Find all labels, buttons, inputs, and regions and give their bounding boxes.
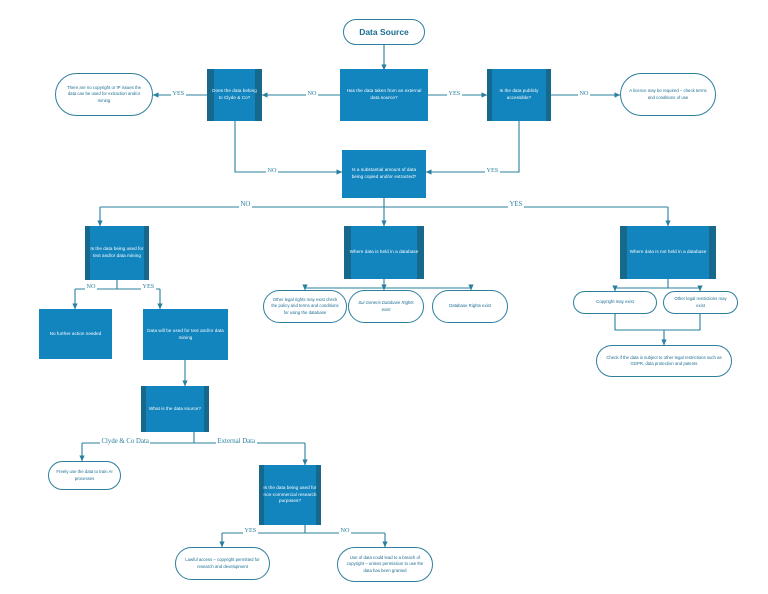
edge-label-yes-external: YES — [447, 90, 462, 98]
node-label: Other legal rights may exist check the p… — [271, 296, 339, 315]
node-belong-to-clyde[interactable]: Does the data belong to Clyde & Co? — [207, 69, 262, 121]
node-label: Database Rights exist — [449, 303, 491, 309]
node-label: Is the data publicly accessible? — [499, 88, 539, 100]
node-licence-required[interactable]: A licence may be required – check terms … — [620, 73, 716, 116]
node-label: Is the data being used for text and/or d… — [90, 246, 144, 258]
edge-label-no-tdm: NO — [85, 283, 97, 291]
node-data-source[interactable]: Data Source — [343, 19, 425, 45]
node-label: Copyright may exist — [596, 299, 634, 305]
edge-label-no-publicly: NO — [578, 90, 590, 98]
node-not-held-in-database[interactable]: Where data is not held in a database — [620, 226, 716, 279]
edge-label-yes-non-commercial: YES — [243, 527, 258, 535]
node-no-copyright-issues[interactable]: There are no copyright or IP issues the … — [55, 73, 153, 116]
node-database-rights[interactable]: Database Rights exist — [432, 290, 508, 323]
node-label: What is the data source? — [148, 405, 201, 411]
node-label: Other legal restrictions may exist — [674, 296, 727, 308]
node-what-is-data-source[interactable]: What is the data source? — [141, 386, 209, 432]
edge-label-no-non-commercial: NO — [339, 527, 351, 535]
node-lawful-access[interactable]: Lawful access – copyright permitted for … — [175, 547, 270, 580]
edge-label-no-external: NO — [306, 90, 318, 98]
node-label: Lawful access – copyright permitted for … — [185, 557, 260, 569]
node-sui-generis-rights[interactable]: Sui Generis Database Rights exist — [348, 290, 424, 323]
node-check-gdpr-restrictions[interactable]: Check if the data is subject to other le… — [596, 345, 732, 377]
node-label: Data will be used for text and/or data m… — [147, 327, 224, 340]
node-breach-of-copyright[interactable]: Use of data could lead to a breach of co… — [337, 547, 433, 582]
node-label: Where data is held in a database — [349, 249, 419, 255]
node-substantial-amount[interactable]: Is a substantial amount of data being co… — [342, 150, 426, 198]
edge-label-clyde-co-data: Clyde & Co Data — [100, 438, 151, 446]
node-label: Does the data belong to Clyde & Co? — [212, 88, 257, 100]
node-label: There are no copyright or IP issues the … — [67, 84, 141, 103]
node-label: Is a substantial amount of data being co… — [351, 167, 417, 179]
node-will-be-used-for-tdm[interactable]: Data will be used for text and/or data m… — [143, 309, 228, 360]
node-label: No further action needed — [49, 330, 102, 336]
node-non-commercial-research[interactable]: Is the data being used for non-commercia… — [259, 465, 321, 525]
node-freely-use-data[interactable]: Freely use the data to train AI processe… — [48, 461, 121, 490]
node-no-further-action[interactable]: No further action needed — [39, 309, 112, 359]
node-label: Use of data could lead to a breach of co… — [346, 554, 424, 573]
node-other-legal-rights[interactable]: Other legal rights may exist check the p… — [263, 290, 347, 323]
edge-label-yes-to-substantial: YES — [485, 167, 500, 175]
edge-label-yes-substantial: YES — [508, 201, 524, 209]
edge-label-external-data: External Data — [216, 438, 257, 446]
node-label: Data Source — [359, 26, 409, 37]
node-copyright-may-exist[interactable]: Copyright may exist — [573, 291, 657, 314]
node-label: Check if the data is subject to other le… — [606, 354, 722, 366]
node-used-for-text-data-mining[interactable]: Is the data being used for text and/or d… — [85, 226, 149, 280]
edge-label-no-substantial: NO — [239, 201, 252, 209]
node-label: Is the data being used for non-commercia… — [263, 485, 317, 504]
node-label: Freely use the data to train AI processe… — [56, 469, 113, 481]
node-held-in-database[interactable]: Where data is held in a database — [344, 226, 424, 279]
node-label: Has the data taken from an external data… — [346, 88, 422, 100]
node-label: Sui Generis Database Rights exist — [358, 300, 414, 312]
edge-label-yes-clyde: YES — [171, 90, 186, 98]
node-label: A licence may be required – check terms … — [629, 88, 707, 100]
node-publicly-accessible[interactable]: Is the data publicly accessible? — [487, 69, 551, 121]
node-other-restrictions-may-exist[interactable]: Other legal restrictions may exist — [663, 291, 738, 314]
node-label: Where data is not held in a database — [629, 249, 707, 255]
node-external-data-source[interactable]: Has the data taken from an external data… — [340, 69, 428, 121]
edge-label-yes-tdm: YES — [141, 283, 156, 291]
edge-label-no-to-substantial: NO — [266, 167, 278, 175]
